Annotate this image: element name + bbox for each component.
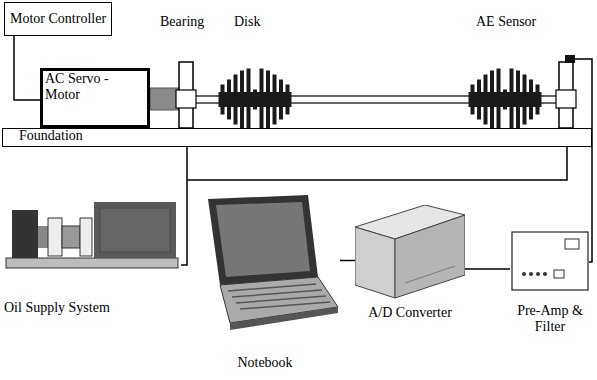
- disk: [273, 75, 277, 125]
- disk: [484, 75, 488, 125]
- disk: [240, 71, 244, 129]
- bearing-housing: [176, 90, 196, 108]
- disk: [253, 90, 257, 110]
- oil-line: [187, 143, 567, 180]
- disk: [221, 85, 225, 115]
- disk: [516, 71, 520, 129]
- signal-wire: [14, 36, 40, 100]
- part-label: AE Sensor: [476, 14, 536, 30]
- node-label: Motor Controller: [10, 11, 106, 27]
- oil-supply-unit-drawing: [4, 200, 180, 270]
- wire-line: [14, 36, 40, 100]
- node-label: Pre-Amp & Filter: [510, 303, 590, 335]
- disk: [497, 69, 501, 131]
- preamp-filter-drawing: [510, 230, 590, 292]
- disk: [503, 90, 507, 110]
- ad-converter-drawing: [355, 205, 465, 300]
- part-label: Disk: [234, 14, 260, 30]
- node-label: Oil Supply System: [4, 300, 180, 316]
- signal-wire: [465, 269, 510, 270]
- motor-box: AC Servo -Motor: [40, 68, 150, 128]
- foundation-band: Foundation: [2, 128, 592, 147]
- disk: [529, 80, 533, 120]
- disk: [490, 71, 494, 129]
- oil-line: [181, 143, 187, 265]
- bearing-housing: [556, 90, 576, 108]
- disk: [523, 75, 527, 125]
- disk: [266, 71, 270, 129]
- disk: [536, 85, 540, 115]
- wire-line: [340, 260, 355, 262]
- ae-sensor: [565, 55, 575, 63]
- node-label: A/D Converter: [355, 305, 465, 321]
- notebook-computer-drawing: [190, 195, 340, 331]
- disk: [286, 85, 290, 115]
- disk: [234, 75, 238, 125]
- wire-line: [465, 268, 510, 270]
- preamp-filter: Pre-Amp & Filter: [510, 230, 590, 335]
- node-label: Notebook: [190, 355, 340, 371]
- disk: [260, 69, 264, 131]
- node-label: Foundation: [19, 129, 591, 142]
- disk: [510, 69, 514, 131]
- oil-supply-unit: Oil Supply System: [4, 200, 180, 316]
- disk: [477, 80, 481, 120]
- disk-stack: [219, 69, 542, 131]
- signal-wire: [340, 260, 355, 261]
- disk: [279, 80, 283, 120]
- node-label: AC Servo -Motor: [45, 71, 119, 103]
- part-label: Bearing: [160, 14, 204, 30]
- disk: [471, 85, 475, 115]
- ad-converter: A/D Converter: [355, 205, 465, 321]
- notebook-computer: Notebook: [190, 195, 340, 371]
- disk: [227, 80, 231, 120]
- controller-box: Motor Controller: [4, 2, 112, 36]
- disk: [247, 69, 251, 131]
